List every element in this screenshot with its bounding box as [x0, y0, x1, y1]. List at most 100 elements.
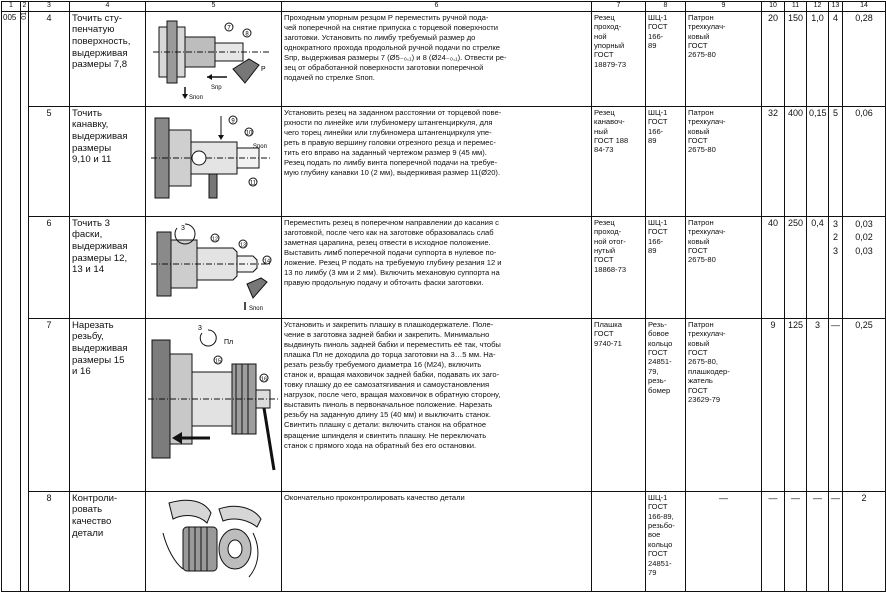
turning-sketch-step: 7 8 Sпр Sпоп P: [152, 20, 269, 101]
param-13: —: [828, 317, 843, 492]
transition-number: 4: [28, 10, 70, 107]
table-row: 5 Точить канавку, выдерживая размеры 9,1…: [2, 105, 886, 217]
measuring-tool: Резь- бовое кольцо ГОСТ 24851- 79, резь-…: [645, 317, 686, 492]
measuring-tool: ШЦ-1 ГОСТ 166- 89: [645, 105, 686, 217]
param-12: 0,4: [806, 215, 829, 319]
dim-label: 3: [181, 225, 185, 232]
col-number-6: 6: [281, 1, 592, 12]
param-14: 0,28: [842, 10, 886, 107]
sketch-cell: 3 12 13 14 Sпоп: [145, 215, 282, 319]
col-number-12: 12: [806, 1, 829, 12]
table-row: 6 Точить 3 фаски, выдерживая размеры 12,…: [2, 215, 886, 319]
table-row: 7 Нарезать резьбу, выдерживая размеры 15…: [2, 317, 886, 492]
dim-label: 14: [263, 258, 269, 264]
table-row: 005 01 4 Точить сту- пенчатую поверхност…: [1, 10, 886, 592]
col-number-2: 2: [20, 1, 29, 12]
param-12: 1,0: [806, 10, 829, 107]
param-14-value: 0,03: [855, 245, 873, 256]
col-number-4: 4: [69, 1, 146, 12]
feed-label: Sпоп: [189, 95, 203, 101]
work-description: Переместить резец в поперечном направлен…: [281, 215, 592, 319]
cutting-tool: Плашка ГОСТ 9740-71: [591, 317, 646, 492]
param-14: 0,06: [842, 105, 886, 217]
measuring-tool: ШЦ-1 ГОСТ 166-89, резьбо- вое кольцо ГОС…: [645, 490, 686, 592]
fixture: Патрон трехкулач- ковый ГОСТ 2675-80: [685, 10, 762, 107]
fixture: —: [685, 490, 762, 592]
fixture: Патрон трехкулач- ковый ГОСТ 2675-80: [685, 105, 762, 217]
dim-label: 3: [198, 325, 202, 332]
cutting-tool: [591, 490, 646, 592]
dim-label: 9: [231, 118, 235, 124]
col-number-9: 9: [685, 1, 762, 12]
param-13: 4: [828, 10, 843, 107]
feed-label: Sпр: [211, 85, 222, 91]
transition-name: Точить сту- пенчатую поверхность, выдерж…: [69, 10, 146, 107]
sketch-cell: 7 8 Sпр Sпоп P: [145, 10, 282, 107]
feed-label: Sпоп: [253, 144, 267, 150]
tool-label: Пл: [224, 339, 233, 346]
param-10: —: [761, 490, 785, 592]
dim-label: 16: [261, 376, 267, 382]
column-number-row: 1 2 3 4 5 6 7 8 9 10 11 12 13 14: [1, 1, 886, 12]
transition-number: 8: [28, 490, 70, 592]
inspection-sketch: [162, 499, 262, 577]
transition-number: 5: [28, 105, 70, 217]
col-number-13: 13: [828, 1, 843, 12]
dim-label: 7: [227, 25, 231, 31]
param-13-value: 3: [832, 218, 838, 229]
param-14-stack: 0,03 0,02 0,03: [842, 215, 886, 319]
work-description: Проходным упорным резцом Р переместить р…: [281, 10, 592, 107]
operation-number: 005: [1, 10, 21, 592]
param-13-stack: 3 2 3: [828, 215, 843, 319]
param-14-value: 0,03: [855, 218, 873, 229]
operation-code: 01: [20, 10, 29, 592]
param-12: —: [806, 490, 829, 592]
param-11: 250: [784, 215, 807, 319]
tool-label: P: [261, 66, 266, 73]
transition-number: 7: [28, 317, 70, 492]
col-number-11: 11: [784, 1, 807, 12]
turning-sketch-groove: 9 10 11 Sпоп: [150, 115, 271, 199]
cutting-tool: Резец канавоч- ный ГОСТ 188 84-73: [591, 105, 646, 217]
param-13: —: [828, 490, 843, 592]
col-number-10: 10: [761, 1, 785, 12]
param-14-value: 0,02: [855, 232, 873, 243]
operation-code-text: 01: [21, 11, 28, 20]
measuring-tool: ШЦ-1 ГОСТ 166- 89: [645, 10, 686, 107]
param-14: 0,25: [842, 317, 886, 492]
param-10: 9: [761, 317, 785, 492]
dim-label: 10: [245, 130, 252, 136]
work-description: Установить резец на заданном расстоянии …: [281, 105, 592, 217]
param-11: —: [784, 490, 807, 592]
param-12: 3: [806, 317, 829, 492]
turning-sketch-chamfer: 3 12 13 14 Sпоп: [150, 223, 271, 312]
param-11: 150: [784, 10, 807, 107]
table-row: 8 Контроли- ровать качество детали Оконч…: [2, 490, 886, 592]
transition-name: Нарезать резьбу, выдерживая размеры 15 и…: [69, 317, 146, 492]
param-14: 2: [842, 490, 886, 592]
col-number-5: 5: [145, 1, 282, 12]
dim-label: 12: [211, 236, 217, 242]
cutting-tool: Резец проход- ной упорный ГОСТ 18879-73: [591, 10, 646, 107]
transition-name: Контроли- ровать качество детали: [69, 490, 146, 592]
dim-label: 11: [249, 180, 256, 186]
sketch-cell: 9 10 11 Sпоп: [145, 105, 282, 217]
dim-label: 15: [215, 358, 221, 364]
col-number-14: 14: [842, 1, 886, 12]
sketch-cell: 3 Пл 15 16: [145, 317, 282, 492]
threading-sketch: 3 Пл 15 16: [148, 325, 278, 470]
fixture: Патрон трехкулач- ковый ГОСТ 2675-80, пл…: [685, 317, 762, 492]
param-11: 125: [784, 317, 807, 492]
dim-label: 13: [239, 242, 245, 248]
sketch-cell: [145, 490, 282, 592]
feed-label: Sпоп: [249, 306, 263, 312]
param-13: 5: [828, 105, 843, 217]
param-12: 0,15: [806, 105, 829, 217]
param-13-value: 3: [832, 245, 838, 256]
param-11: 400: [784, 105, 807, 217]
dim-label: 8: [245, 31, 249, 37]
param-10: 32: [761, 105, 785, 217]
col-number-8: 8: [645, 1, 686, 12]
transition-name: Точить канавку, выдерживая размеры 9,10 …: [69, 105, 146, 217]
